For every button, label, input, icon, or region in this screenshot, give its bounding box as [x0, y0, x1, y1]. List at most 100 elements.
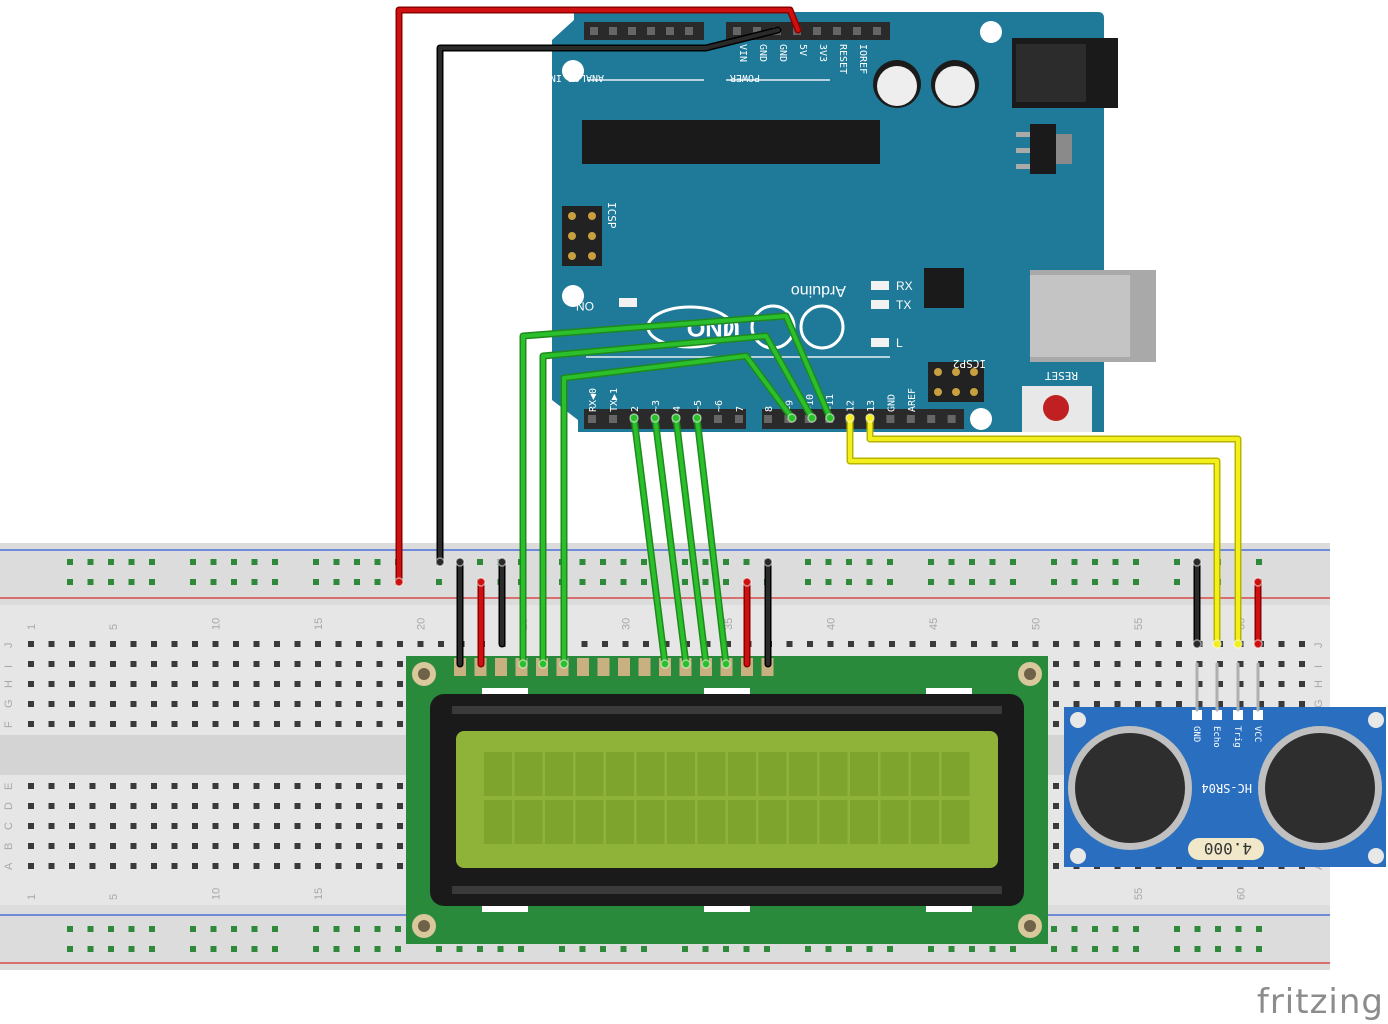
rail-hole[interactable]	[190, 926, 196, 932]
breadboard-hole[interactable]	[171, 803, 178, 809]
rail-hole[interactable]	[743, 946, 750, 952]
breadboard-hole[interactable]	[1278, 701, 1285, 707]
rail-hole[interactable]	[620, 559, 627, 565]
rail-hole[interactable]	[948, 559, 955, 565]
breadboard-hole[interactable]	[1278, 661, 1285, 667]
breadboard-hole[interactable]	[233, 661, 239, 667]
breadboard-hole[interactable]	[643, 641, 649, 647]
breadboard-hole[interactable]	[253, 641, 260, 647]
breadboard-hole[interactable]	[151, 803, 157, 809]
rail-hole[interactable]	[477, 559, 483, 565]
rail-hole[interactable]	[108, 559, 114, 565]
rail-hole[interactable]	[1092, 946, 1098, 952]
breadboard-hole[interactable]	[1094, 681, 1100, 687]
breadboard-hole[interactable]	[48, 641, 55, 647]
breadboard-hole[interactable]	[1073, 641, 1080, 647]
rail-hole[interactable]	[682, 559, 688, 565]
rail-hole[interactable]	[1010, 579, 1016, 585]
breadboard-hole[interactable]	[48, 783, 55, 789]
breadboard-hole[interactable]	[212, 843, 219, 849]
breadboard-hole[interactable]	[1073, 701, 1080, 707]
breadboard-hole[interactable]	[253, 681, 260, 687]
breadboard-hole[interactable]	[807, 641, 813, 647]
breadboard-hole[interactable]	[356, 641, 362, 647]
breadboard-hole[interactable]	[48, 721, 55, 727]
rail-hole[interactable]	[1133, 579, 1139, 585]
breadboard-hole[interactable]	[151, 681, 157, 687]
breadboard-hole[interactable]	[253, 783, 260, 789]
breadboard-hole[interactable]	[69, 863, 75, 869]
breadboard-hole[interactable]	[1114, 641, 1121, 647]
breadboard-hole[interactable]	[1053, 783, 1059, 789]
breadboard-hole[interactable]	[192, 661, 198, 667]
digital-pin[interactable]	[588, 415, 596, 423]
breadboard-hole[interactable]	[171, 823, 178, 829]
rail-hole[interactable]	[1051, 559, 1057, 565]
wire-endpoint[interactable]	[559, 659, 569, 669]
breadboard-hole[interactable]	[1258, 681, 1264, 687]
rail-hole[interactable]	[887, 579, 893, 585]
rail-hole[interactable]	[210, 946, 217, 952]
breadboard-hole[interactable]	[438, 641, 444, 647]
lcd-pin-pad[interactable]	[495, 658, 507, 676]
breadboard-hole[interactable]	[315, 721, 321, 727]
rail-hole[interactable]	[866, 559, 873, 565]
breadboard-hole[interactable]	[28, 803, 34, 809]
breadboard-hole[interactable]	[397, 661, 403, 667]
wire-endpoint[interactable]	[629, 413, 639, 423]
breadboard-hole[interactable]	[212, 701, 219, 707]
rail-hole[interactable]	[313, 926, 319, 932]
breadboard-hole[interactable]	[253, 721, 260, 727]
rail-hole[interactable]	[887, 559, 893, 565]
rail-hole[interactable]	[1194, 946, 1201, 952]
breadboard-hole[interactable]	[315, 701, 321, 707]
rail-hole[interactable]	[272, 946, 278, 952]
rail-hole[interactable]	[702, 946, 709, 952]
rail-hole[interactable]	[1071, 579, 1078, 585]
wire-endpoint[interactable]	[1253, 577, 1263, 587]
breadboard-hole[interactable]	[274, 641, 280, 647]
breadboard-hole[interactable]	[253, 661, 260, 667]
breadboard-hole[interactable]	[151, 661, 157, 667]
breadboard-hole[interactable]	[1073, 681, 1080, 687]
rail-hole[interactable]	[1112, 579, 1119, 585]
breadboard-hole[interactable]	[602, 641, 608, 647]
breadboard-hole[interactable]	[130, 661, 137, 667]
rail-hole[interactable]	[1071, 926, 1078, 932]
breadboard-hole[interactable]	[376, 843, 383, 849]
breadboard-hole[interactable]	[28, 823, 34, 829]
wire-endpoint[interactable]	[538, 659, 548, 669]
breadboard-hole[interactable]	[1196, 681, 1203, 687]
breadboard-hole[interactable]	[397, 823, 403, 829]
rail-hole[interactable]	[374, 946, 381, 952]
wire-endpoint[interactable]	[1233, 639, 1243, 649]
rail-hole[interactable]	[518, 946, 524, 952]
breadboard-hole[interactable]	[1053, 661, 1059, 667]
breadboard-hole[interactable]	[69, 803, 75, 809]
rail-hole[interactable]	[989, 946, 996, 952]
breadboard-hole[interactable]	[151, 701, 157, 707]
rail-hole[interactable]	[313, 946, 319, 952]
breadboard-hole[interactable]	[376, 661, 383, 667]
rail-hole[interactable]	[251, 559, 258, 565]
breadboard-hole[interactable]	[1135, 661, 1141, 667]
breadboard-hole[interactable]	[1237, 701, 1244, 707]
breadboard-hole[interactable]	[356, 823, 362, 829]
breadboard-hole[interactable]	[1053, 843, 1059, 849]
breadboard-hole[interactable]	[294, 783, 301, 789]
breadboard-hole[interactable]	[315, 803, 321, 809]
rail-hole[interactable]	[149, 559, 155, 565]
wire-endpoint[interactable]	[1192, 639, 1202, 649]
breadboard-hole[interactable]	[28, 783, 34, 789]
header-pin[interactable]	[753, 27, 761, 35]
breadboard-hole[interactable]	[1094, 701, 1100, 707]
rail-hole[interactable]	[1092, 559, 1098, 565]
wire-endpoint[interactable]	[671, 413, 681, 423]
breadboard-hole[interactable]	[48, 661, 55, 667]
rail-hole[interactable]	[272, 926, 278, 932]
wire-endpoint[interactable]	[763, 557, 773, 567]
wire-endpoint[interactable]	[825, 413, 835, 423]
rail-hole[interactable]	[210, 926, 217, 932]
breadboard-hole[interactable]	[274, 721, 280, 727]
digital-pin[interactable]	[735, 415, 743, 423]
